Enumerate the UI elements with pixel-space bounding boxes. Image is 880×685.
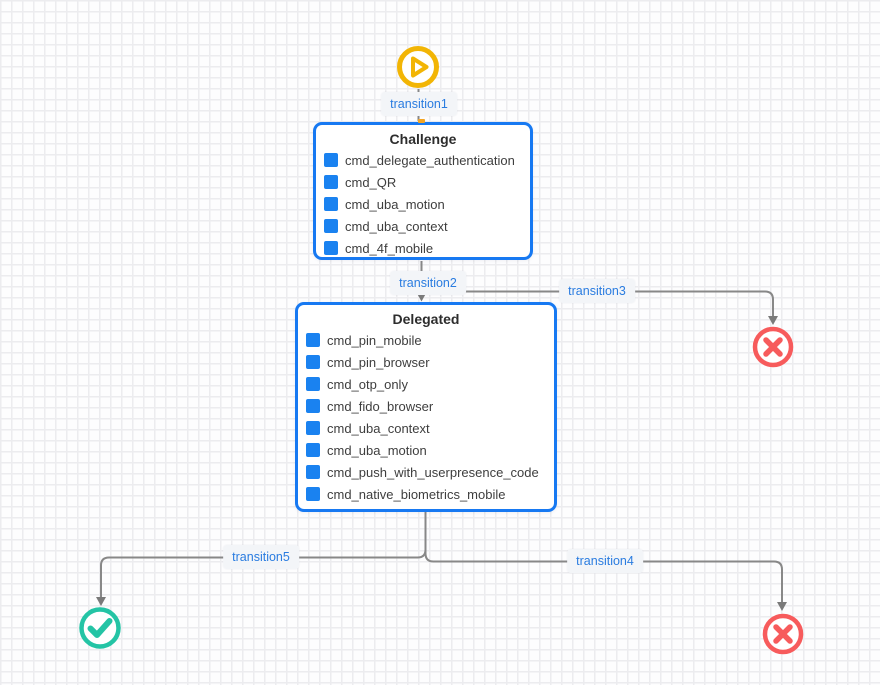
command-row: cmd_uba_context — [306, 417, 546, 439]
edge-transition3[interactable] — [421, 290, 779, 326]
edge-label-transition2[interactable]: transition2 — [390, 271, 466, 295]
command-label: cmd_uba_context — [345, 218, 448, 234]
command-bullet-icon — [324, 197, 338, 211]
command-row: cmd_4f_mobile — [324, 237, 522, 259]
command-bullet-icon — [324, 175, 338, 189]
command-bullet-icon — [306, 421, 320, 435]
edge-label-transition3[interactable]: transition3 — [559, 279, 635, 303]
command-row: cmd_fido_browser — [306, 395, 546, 417]
play-icon — [397, 46, 439, 88]
command-label: cmd_push_with_userpresence_code — [327, 464, 539, 480]
command-row: cmd_delegate_authentication — [324, 149, 522, 171]
error-x-icon — [752, 326, 794, 368]
start-node[interactable] — [396, 45, 440, 89]
command-row: cmd_push_with_userpresence_code — [306, 461, 546, 483]
command-label: cmd_pin_mobile — [327, 332, 422, 348]
command-list: cmd_delegate_authentication cmd_QR cmd_u… — [324, 149, 522, 259]
command-bullet-icon — [306, 465, 320, 479]
edge-label-transition1[interactable]: transition1 — [381, 92, 457, 116]
command-row: cmd_uba_motion — [324, 193, 522, 215]
state-title: Challenge — [389, 131, 457, 147]
command-row: cmd_otp_only — [306, 373, 546, 395]
command-label: cmd_fido_browser — [327, 398, 434, 414]
command-row: cmd_uba_context — [324, 215, 522, 237]
command-bullet-icon — [306, 487, 320, 501]
command-label: cmd_native_biometrics_mobile — [327, 486, 506, 502]
command-bullet-icon — [306, 443, 320, 457]
command-bullet-icon — [324, 153, 338, 167]
state-node-challenge[interactable]: Challenge cmd_delegate_authentication cm… — [313, 122, 533, 260]
state-title: Delegated — [392, 311, 460, 327]
command-label: cmd_4f_mobile — [345, 240, 434, 256]
command-bullet-icon — [306, 377, 320, 391]
command-label: cmd_uba_motion — [327, 442, 427, 458]
command-row: cmd_pin_mobile — [306, 329, 546, 351]
command-row: cmd_QR — [324, 171, 522, 193]
command-label: cmd_otp_only — [327, 376, 408, 392]
state-node-delegated[interactable]: Delegated cmd_pin_mobile cmd_pin_browser… — [295, 302, 557, 512]
error-node-bottom[interactable] — [761, 612, 805, 656]
error-x-icon — [762, 613, 804, 655]
command-label: cmd_QR — [345, 174, 397, 190]
command-bullet-icon — [306, 355, 320, 369]
command-list: cmd_pin_mobile cmd_pin_browser cmd_otp_o… — [306, 329, 546, 505]
anchor-marker — [418, 119, 425, 123]
command-bullet-icon — [306, 333, 320, 347]
success-node[interactable] — [78, 606, 122, 650]
command-row: cmd_uba_motion — [306, 439, 546, 461]
command-bullet-icon — [324, 219, 338, 233]
error-node-top[interactable] — [751, 325, 795, 369]
edge-label-transition4[interactable]: transition4 — [567, 549, 643, 573]
command-bullet-icon — [306, 399, 320, 413]
command-label: cmd_delegate_authentication — [345, 152, 515, 168]
command-row: cmd_pin_browser — [306, 351, 546, 373]
check-icon — [79, 607, 121, 649]
command-row: cmd_native_biometrics_mobile — [306, 483, 546, 505]
command-label: cmd_uba_motion — [345, 196, 445, 212]
command-label: cmd_uba_context — [327, 420, 430, 436]
command-label: cmd_pin_browser — [327, 354, 430, 370]
command-bullet-icon — [324, 241, 338, 255]
edge-label-transition5[interactable]: transition5 — [223, 545, 299, 569]
